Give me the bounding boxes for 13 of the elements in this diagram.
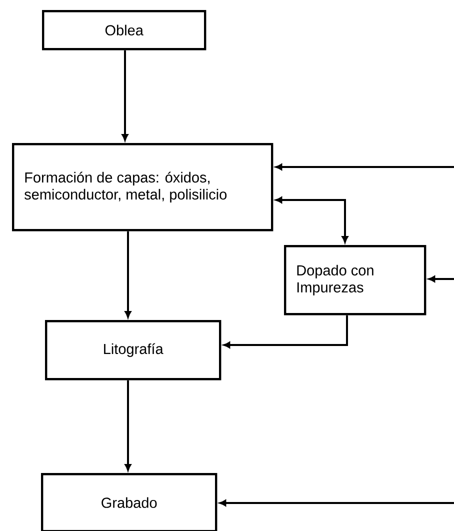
process-box: Oblea bbox=[42, 10, 206, 50]
arrow bbox=[124, 380, 132, 471]
process-box: Litografía bbox=[45, 320, 222, 380]
arrow bbox=[122, 50, 128, 141]
arrow bbox=[275, 164, 454, 170]
arrow bbox=[124, 231, 132, 318]
process-box: Formación de capas: óxidos, semiconductor, metal, polisilicio bbox=[12, 143, 274, 232]
arrow bbox=[428, 276, 454, 282]
arrow bbox=[223, 315, 348, 348]
process-box: Grabado bbox=[41, 473, 218, 531]
arrow bbox=[219, 500, 454, 506]
arrow bbox=[275, 196, 348, 243]
process-box: Dopado con Impurezas bbox=[284, 245, 426, 316]
